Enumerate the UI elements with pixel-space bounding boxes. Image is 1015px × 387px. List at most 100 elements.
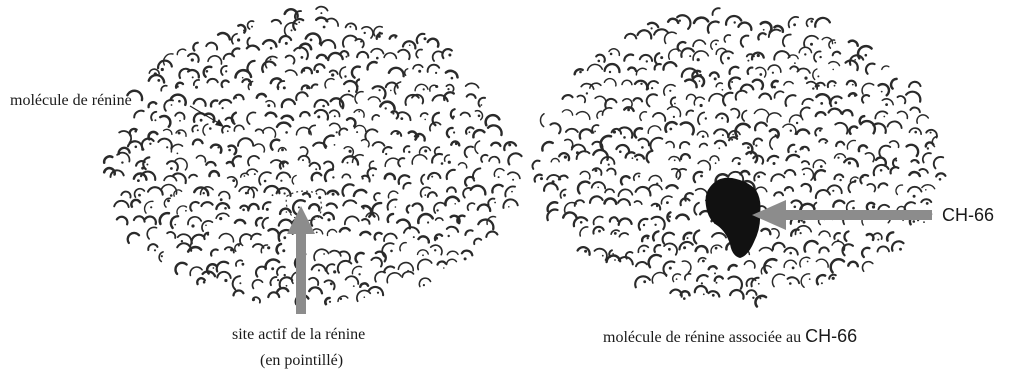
molecule-texture-dot — [409, 44, 411, 46]
molecule-texture-mark — [134, 216, 145, 221]
molecule-texture-dot — [323, 26, 326, 29]
molecule-texture-dot — [638, 175, 640, 177]
molecule-texture-mark — [576, 112, 589, 120]
molecule-texture-dot — [923, 221, 925, 223]
molecule-texture-dot — [280, 180, 282, 182]
molecule-texture-mark — [374, 193, 380, 200]
molecule-texture-dot — [394, 36, 396, 38]
molecule-texture-dot — [700, 104, 703, 107]
molecule-texture-dot — [230, 249, 233, 252]
molecule-texture-mark — [316, 7, 328, 11]
molecule-texture-mark — [249, 204, 259, 209]
molecule-texture-mark — [655, 53, 659, 63]
molecule-texture-mark — [342, 174, 350, 178]
molecule-texture-dot — [804, 77, 807, 80]
molecule-texture-mark — [282, 116, 293, 120]
molecule-texture-mark — [461, 113, 470, 117]
molecule-texture-mark — [266, 101, 275, 107]
molecule-texture-dot — [174, 224, 176, 226]
molecule-texture-dot — [179, 120, 181, 122]
molecule-texture-dot — [748, 279, 750, 281]
molecule-texture-mark — [862, 262, 872, 272]
molecule-texture-dot — [668, 248, 671, 251]
molecule-texture-mark — [373, 142, 385, 146]
molecule-texture-mark — [206, 162, 215, 166]
molecule-texture-dot — [364, 296, 366, 298]
molecule-texture-mark — [447, 170, 455, 179]
molecule-texture-mark — [248, 61, 255, 73]
molecule-texture-mark — [269, 229, 279, 236]
molecule-texture-dot — [217, 147, 219, 149]
molecule-texture-mark — [862, 95, 869, 103]
molecule-texture-mark — [145, 217, 156, 225]
molecule-texture-mark — [580, 171, 590, 178]
molecule-texture-dot — [683, 246, 686, 249]
molecule-texture-mark — [403, 183, 410, 189]
molecule-texture-dot — [734, 21, 736, 23]
molecule-texture-mark — [388, 191, 397, 198]
molecule-texture-dot — [597, 187, 599, 189]
molecule-texture-mark — [784, 260, 796, 267]
molecule-texture-dot — [222, 107, 224, 109]
molecule-texture-mark — [389, 68, 404, 76]
molecule-texture-mark — [407, 206, 410, 213]
molecule-texture-mark — [696, 246, 708, 252]
molecule-texture-mark — [385, 174, 395, 179]
molecule-texture-mark — [142, 139, 154, 150]
molecule-texture-dot — [150, 206, 152, 208]
molecule-texture-mark — [384, 53, 396, 59]
molecule-texture-mark — [862, 248, 869, 257]
molecule-texture-dot — [344, 75, 346, 77]
molecule-texture-mark — [819, 231, 830, 236]
molecule-texture-mark — [695, 286, 707, 292]
molecule-texture-mark — [365, 129, 377, 139]
molecule-texture-mark — [605, 64, 620, 72]
molecule-texture-dot — [714, 272, 716, 274]
molecule-texture-mark — [788, 55, 798, 59]
molecule-texture-dot — [834, 101, 837, 104]
molecule-texture-mark — [664, 85, 675, 96]
molecule-texture-mark — [726, 16, 741, 25]
molecule-texture-mark — [412, 155, 427, 164]
molecule-texture-mark — [312, 173, 322, 180]
molecule-texture-dot — [267, 246, 270, 249]
molecule-texture-mark — [416, 50, 422, 58]
molecule-texture-dot — [283, 86, 286, 89]
molecule-texture-mark — [680, 242, 693, 249]
molecule-texture-mark — [735, 124, 749, 136]
molecule-texture-mark — [830, 96, 841, 106]
molecule-texture-mark — [759, 248, 772, 251]
molecule-texture-mark — [232, 34, 237, 44]
molecule-texture-dot — [170, 194, 173, 197]
molecule-texture-mark — [595, 249, 607, 260]
molecule-texture-mark — [733, 158, 741, 162]
molecule-texture-dot — [283, 236, 286, 239]
molecule-texture-mark — [723, 93, 732, 106]
molecule-texture-mark — [849, 41, 858, 46]
molecule-texture-mark — [282, 99, 295, 107]
molecule-texture-mark — [233, 276, 240, 289]
molecule-texture-mark — [256, 218, 262, 226]
molecule-texture-mark — [188, 247, 201, 252]
molecule-texture-mark — [566, 129, 578, 132]
molecule-texture-mark — [767, 113, 781, 122]
molecule-texture-dot — [810, 20, 813, 23]
molecule-texture-mark — [651, 138, 663, 151]
molecule-texture-mark — [398, 112, 411, 120]
molecule-texture-mark — [628, 68, 636, 71]
molecule-texture-mark — [604, 79, 616, 86]
molecule-texture-mark — [417, 34, 425, 43]
molecule-texture-dot — [643, 224, 645, 226]
molecule-texture-dot — [317, 115, 320, 118]
molecule-texture-dot — [807, 261, 809, 263]
molecule-texture-dot — [623, 136, 626, 139]
molecule-texture-dot — [336, 131, 338, 133]
molecule-texture-dot — [834, 85, 836, 87]
molecule-texture-dot — [349, 150, 352, 153]
molecule-texture-dot — [469, 131, 471, 133]
molecule-texture-mark — [475, 141, 480, 153]
molecule-texture-mark — [356, 253, 364, 262]
molecule-texture-mark — [413, 203, 423, 210]
molecule-texture-dot — [207, 233, 209, 235]
molecule-texture-mark — [934, 157, 943, 168]
